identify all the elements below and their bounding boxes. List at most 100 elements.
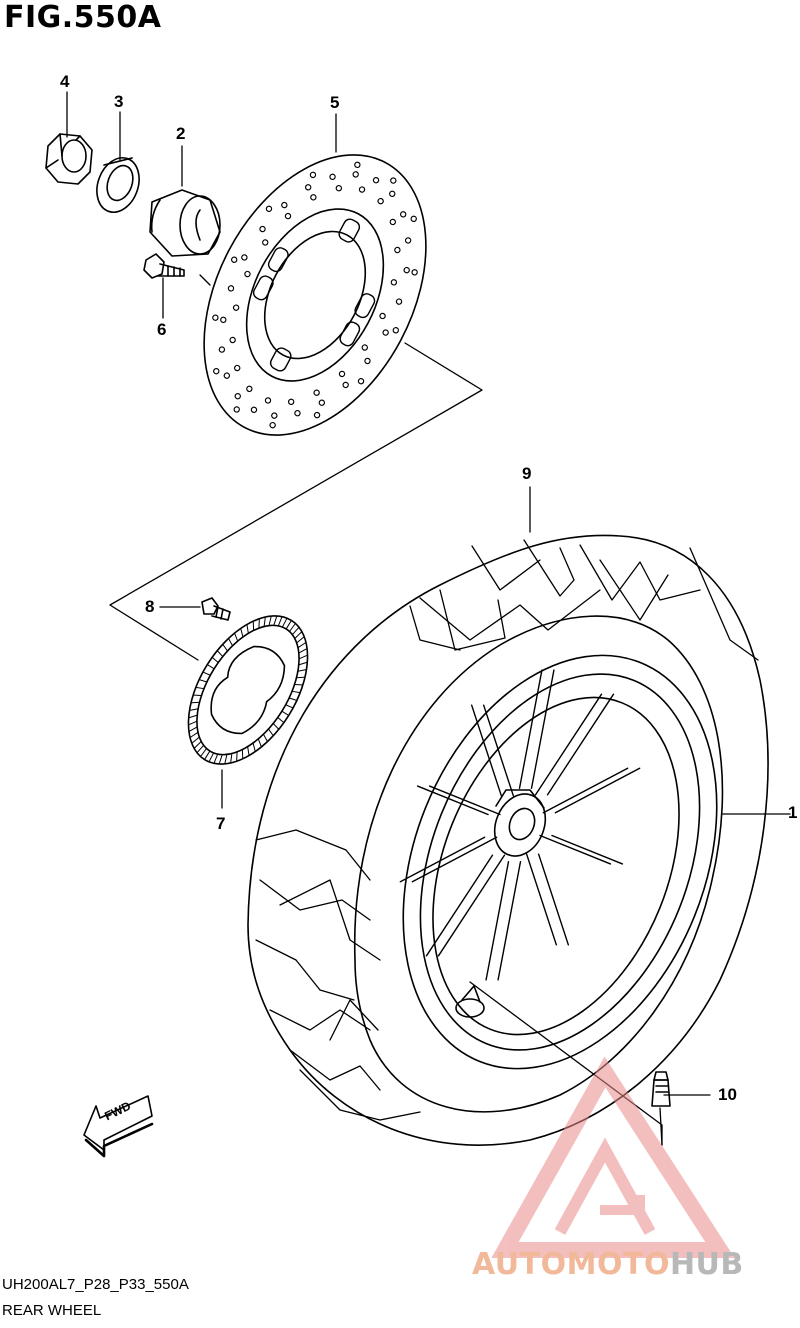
watermark-text: AUTOMOTOHUB [472, 1247, 744, 1282]
disc-hole [220, 316, 227, 324]
disc-hole [410, 215, 417, 223]
disc-hole [310, 194, 317, 201]
watermark-text-part1: AUTOMOTO [472, 1247, 670, 1282]
sensor-ring-bolt [201, 597, 231, 621]
ring-tooth [252, 742, 256, 752]
ring-tooth [257, 738, 262, 747]
ring-tooth [192, 736, 200, 744]
disc-hole [313, 411, 321, 419]
ring-tooth [230, 753, 233, 763]
disc-hole [304, 184, 312, 191]
disc-hole [309, 171, 317, 179]
disc-hole [403, 266, 410, 274]
disc-hole [335, 184, 343, 192]
callout-10: 10 [718, 1085, 737, 1104]
disc-hole [281, 201, 288, 209]
disc-hole [357, 377, 365, 385]
callout-2: 2 [176, 124, 186, 143]
disc-hole [390, 279, 398, 286]
disc-hole [361, 344, 368, 351]
disc-hole [234, 392, 241, 400]
callout-3: 3 [114, 92, 124, 111]
ring-tooth [272, 722, 279, 730]
wheel-spoke [399, 836, 498, 883]
ring-tooth [208, 752, 215, 762]
disc-hole [313, 389, 320, 396]
disc-bolt [143, 253, 185, 279]
disc-hole [241, 254, 248, 261]
wheel-spoke [534, 693, 615, 796]
disc-hole [372, 177, 380, 184]
disc-hole [234, 364, 241, 372]
disc-hole [294, 409, 301, 417]
disc-hole [269, 421, 276, 429]
ring-tooth [189, 726, 198, 732]
disc-hole [230, 256, 238, 263]
ring-tooth [212, 657, 219, 664]
callout-9: 9 [522, 464, 532, 483]
disc-hole [390, 177, 397, 184]
disc-hole [212, 314, 219, 321]
callout-8: 8 [145, 597, 155, 616]
ring-tooth [196, 687, 205, 690]
ring-tooth [252, 621, 255, 631]
disc-hole [218, 346, 226, 353]
disc-hole [250, 406, 258, 413]
disc-hole [364, 357, 371, 365]
disc-hole [329, 173, 336, 181]
ring-tooth [222, 644, 229, 652]
forward-direction-arrow [83, 1095, 154, 1158]
ring-tooth [247, 746, 250, 755]
disc-hole [232, 304, 240, 311]
wheel-spoke [416, 785, 501, 816]
ring-tooth [297, 669, 306, 672]
ring-tooth [293, 683, 303, 686]
ring-tooth [194, 741, 202, 749]
disc-hole [377, 197, 384, 205]
wheel-spoke [542, 767, 641, 814]
ring-tooth [289, 623, 296, 633]
disc-hole [389, 218, 396, 226]
disc-hole [392, 327, 400, 334]
ring-tooth [273, 616, 278, 626]
ring-tooth [234, 633, 239, 642]
ring-tooth [277, 716, 284, 723]
disc-hole [287, 398, 295, 406]
ring-tooth [268, 616, 272, 627]
ring-tooth [241, 749, 244, 759]
hub-collar [149, 189, 221, 257]
washer [96, 157, 140, 213]
ring-tooth [193, 694, 203, 697]
disc-hole [246, 385, 253, 393]
disc-hole [389, 190, 396, 198]
ring-tooth [197, 744, 205, 753]
ring-tooth [228, 638, 234, 647]
ring-tooth [267, 728, 274, 736]
ring-tooth [285, 704, 293, 709]
ring-tooth [246, 625, 249, 634]
ring-tooth [190, 731, 199, 738]
disc-hole [394, 246, 401, 254]
callout-4: 4 [60, 72, 70, 91]
disc-hole [352, 171, 359, 178]
wheel-spoke [485, 861, 522, 981]
ring-tooth [204, 750, 211, 760]
ring-tooth [189, 714, 198, 718]
ring-tooth [294, 631, 302, 639]
ring-tooth [217, 650, 224, 658]
disc-hole [318, 399, 326, 406]
disc-hole [259, 225, 266, 233]
disc-hole [342, 381, 349, 389]
disc-hole [244, 270, 251, 278]
abs-sensor-ring [187, 615, 309, 765]
ring-tooth [297, 642, 306, 649]
tire-valve [651, 1071, 671, 1107]
ring-tooth [298, 662, 307, 666]
ring-tooth [213, 753, 219, 763]
wheel-spoke [425, 854, 506, 957]
ring-tooth [203, 671, 211, 676]
ring-tooth [262, 733, 268, 742]
ring-tooth [224, 753, 228, 764]
disc-hole [262, 239, 269, 246]
watermark-text-part2: HUB [669, 1247, 744, 1282]
